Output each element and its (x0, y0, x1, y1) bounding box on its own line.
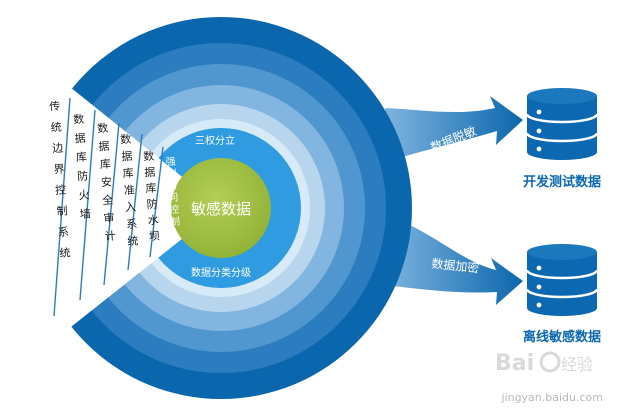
sector-column-2: 数据库防火墙 (73, 113, 92, 222)
sector-column-6: 强制访问控制 (165, 156, 180, 229)
flow-arrow-desensitize (385, 96, 523, 160)
flow-label-encrypt: 数据加密 (431, 256, 480, 276)
svg-text:经验: 经验 (561, 355, 593, 374)
sector-column-1: 传统边界控制系统 (49, 100, 71, 260)
ring-top-label: 三权分立 (195, 134, 235, 147)
sector-wedge (19, 83, 222, 334)
sector-column-3: 数据库安全审计 (97, 122, 116, 243)
ring-bottom-label: 数据分类分级 (191, 266, 251, 279)
core-circle (171, 158, 271, 258)
core-label: 敏感数据 (191, 200, 251, 218)
baidu-jingyan-watermark-logo: Bai 经验 (495, 351, 593, 376)
flow-arrow-encrypt (385, 218, 523, 305)
sector-column-4: 数据库准入系统 (120, 133, 139, 248)
database-icon-offline (525, 244, 599, 316)
db-label-dev-test: 开发测试数据 (523, 174, 601, 190)
watermark-url: jingyan.baidu.com (501, 391, 603, 404)
db-label-offline: 离线敏感数据 (523, 329, 601, 345)
sector-dividers (53, 97, 164, 317)
database-icon-dev-test (525, 88, 599, 160)
svg-text:Bai: Bai (495, 351, 534, 376)
sector-column-5: 数据库防水坝 (143, 150, 160, 244)
